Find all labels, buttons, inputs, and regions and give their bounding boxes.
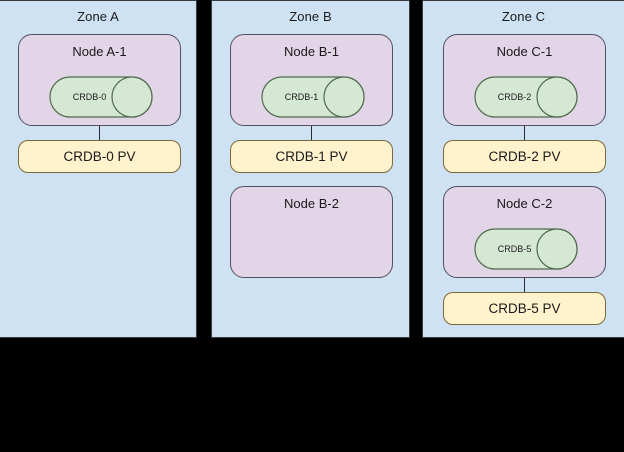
node-box-node-c-1: Node C-1 CRDB-2 [443, 34, 606, 126]
zone-panel-zone-a: Zone A Node A-1 CRDB-0 CRDB-0 PV [0, 0, 197, 338]
database-cylinder-icon [474, 228, 578, 270]
zone-title: Zone B [289, 9, 332, 24]
database-cylinder-icon [49, 76, 153, 118]
volume-label: CRDB-5 PV [488, 301, 561, 316]
node-box-node-b-1: Node B-1 CRDB-1 [230, 34, 393, 126]
zone-panel-zone-b: Zone B Node B-1 CRDB-1 CRDB-1 PV Node B-… [211, 0, 410, 338]
node-title: Node B-2 [284, 196, 339, 211]
volume-box-crdb-2-pv: CRDB-2 PV [443, 140, 606, 173]
volume-label: CRDB-1 PV [275, 149, 348, 164]
database-cylinder-icon [474, 76, 578, 118]
zone-title: Zone C [501, 9, 546, 24]
database-cylinder-crdb-5: CRDB-5 [474, 228, 578, 270]
database-cylinder-crdb-2: CRDB-2 [474, 76, 578, 118]
database-cylinder-crdb-0: CRDB-0 [49, 76, 153, 118]
connector-node-c-2-to-crdb-5-pv [524, 278, 525, 294]
connector-node-b-1-to-crdb-1-pv [311, 126, 312, 142]
zone-panel-zone-c: Zone C Node C-1 CRDB-2 CRDB-2 PV Node C-… [422, 0, 624, 338]
node-title: Node C-1 [496, 44, 553, 59]
volume-box-crdb-5-pv: CRDB-5 PV [443, 292, 606, 325]
node-title: Node A-1 [72, 44, 127, 59]
node-title: Node C-2 [496, 196, 553, 211]
volume-box-crdb-1-pv: CRDB-1 PV [230, 140, 393, 173]
volume-label: CRDB-0 PV [63, 149, 136, 164]
connector-node-a-1-to-crdb-0-pv [99, 126, 100, 142]
node-title: Node B-1 [284, 44, 339, 59]
database-cylinder-icon [261, 76, 365, 118]
zone-title: Zone A [77, 9, 119, 24]
volume-box-crdb-0-pv: CRDB-0 PV [18, 140, 181, 173]
node-box-node-c-2: Node C-2 CRDB-5 [443, 186, 606, 278]
node-box-node-b-2: Node B-2 [230, 186, 393, 278]
database-cylinder-crdb-1: CRDB-1 [261, 76, 365, 118]
connector-node-c-1-to-crdb-2-pv [524, 126, 525, 142]
volume-label: CRDB-2 PV [488, 149, 561, 164]
node-box-node-a-1: Node A-1 CRDB-0 [18, 34, 181, 126]
